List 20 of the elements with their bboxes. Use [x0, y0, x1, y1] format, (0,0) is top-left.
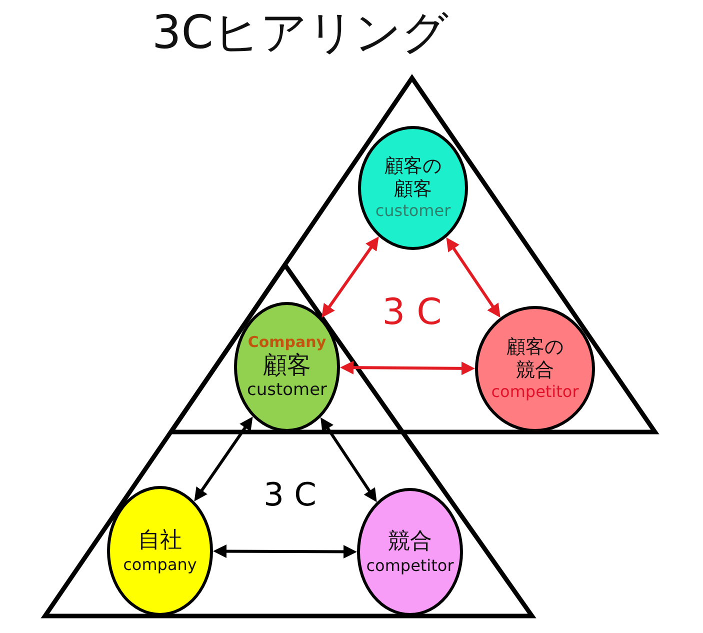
double-arrow [213, 544, 357, 558]
circle-caption: customer [246, 380, 328, 402]
circle-heading: 自社 [138, 528, 182, 555]
circle-caption: company [123, 554, 197, 574]
double-arrow [320, 417, 377, 502]
double-arrow [194, 416, 253, 502]
circle-caption: competitor [366, 556, 454, 576]
section-label: 3 C [382, 293, 442, 333]
circle-caption: competitor [491, 382, 579, 402]
circle-tag: Company [248, 332, 326, 352]
circle-heading: 顧客 [263, 351, 311, 380]
circle-heading: 顧客の競合 [506, 336, 564, 382]
diagram-title: 3Cヒアリング [152, 6, 448, 59]
section-label: 3 C [264, 477, 316, 513]
circle-heading: 競合 [388, 528, 432, 556]
double-arrow [322, 236, 379, 318]
circle-heading: 顧客の顧客 [384, 155, 442, 202]
double-arrow [446, 237, 500, 318]
circle-caption: customer [375, 201, 451, 221]
double-arrow [340, 360, 475, 376]
